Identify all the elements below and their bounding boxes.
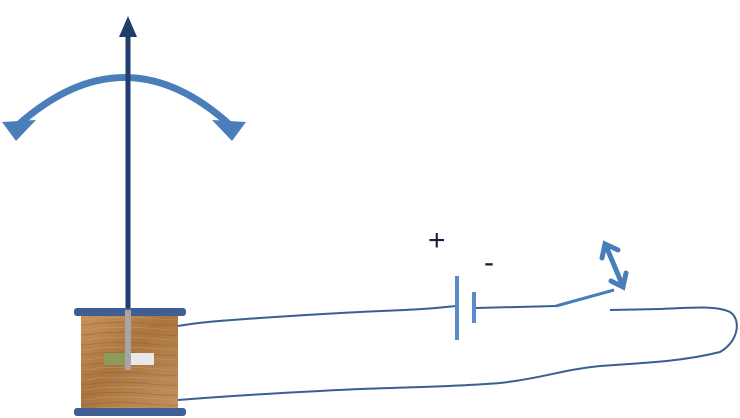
battery (455, 276, 476, 340)
top-wire (177, 305, 457, 327)
circuit-wire (177, 288, 738, 401)
return-wire (177, 306, 738, 401)
axle-rod (125, 310, 131, 370)
curved-double-arrow-icon (2, 74, 246, 141)
pointer-arrow (119, 16, 137, 312)
coil-spool (74, 308, 186, 416)
magnet-bar (104, 353, 130, 365)
switch-lever (555, 288, 615, 308)
battery-to-switch-wire (475, 305, 557, 309)
negative-terminal-label: - (484, 246, 494, 279)
magnet-bar-light (130, 353, 154, 365)
coil-bottom-plate (74, 408, 186, 416)
double-arrow-icon (599, 240, 629, 291)
positive-terminal-label: + (428, 224, 446, 257)
